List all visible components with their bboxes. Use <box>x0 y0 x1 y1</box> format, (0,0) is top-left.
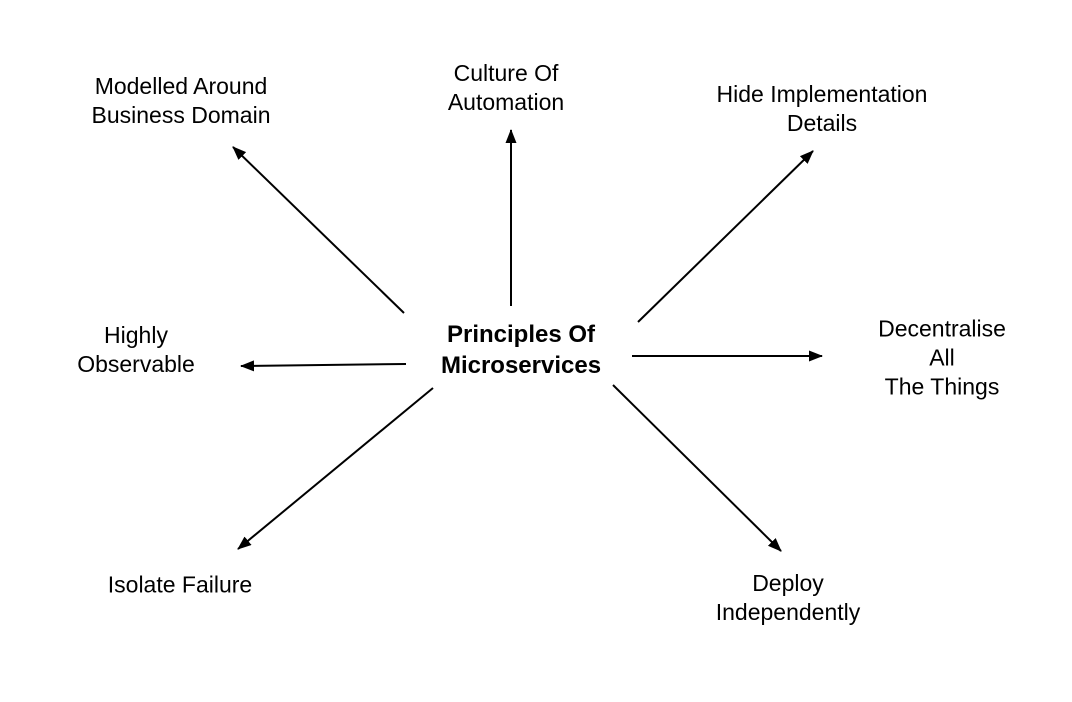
arrow-to-isolate-failure <box>237 387 434 550</box>
node-highly-observable: Highly Observable <box>77 322 195 377</box>
node-culture-of-automation: Culture Of Automation <box>447 60 565 115</box>
arrow-to-deploy-independently <box>612 384 782 552</box>
arrow-to-hide-implementation-details <box>637 150 814 323</box>
arrow-to-highly-observable <box>240 360 407 372</box>
node-modelled-around-business-domain: Modelled Around Business Domain <box>91 73 271 128</box>
node-deploy-independently: Deploy Independently <box>715 570 861 625</box>
node-hide-implementation-details: Hide Implementation Details <box>716 81 928 136</box>
node-isolate-failure: Isolate Failure <box>107 571 253 598</box>
arrow-to-modelled-around-business-domain <box>232 146 405 314</box>
center-node-principles-of-microservices: Principles Of Microservices <box>440 321 602 379</box>
node-decentralise-all-the-things: Decentralise All The Things <box>878 315 1006 400</box>
